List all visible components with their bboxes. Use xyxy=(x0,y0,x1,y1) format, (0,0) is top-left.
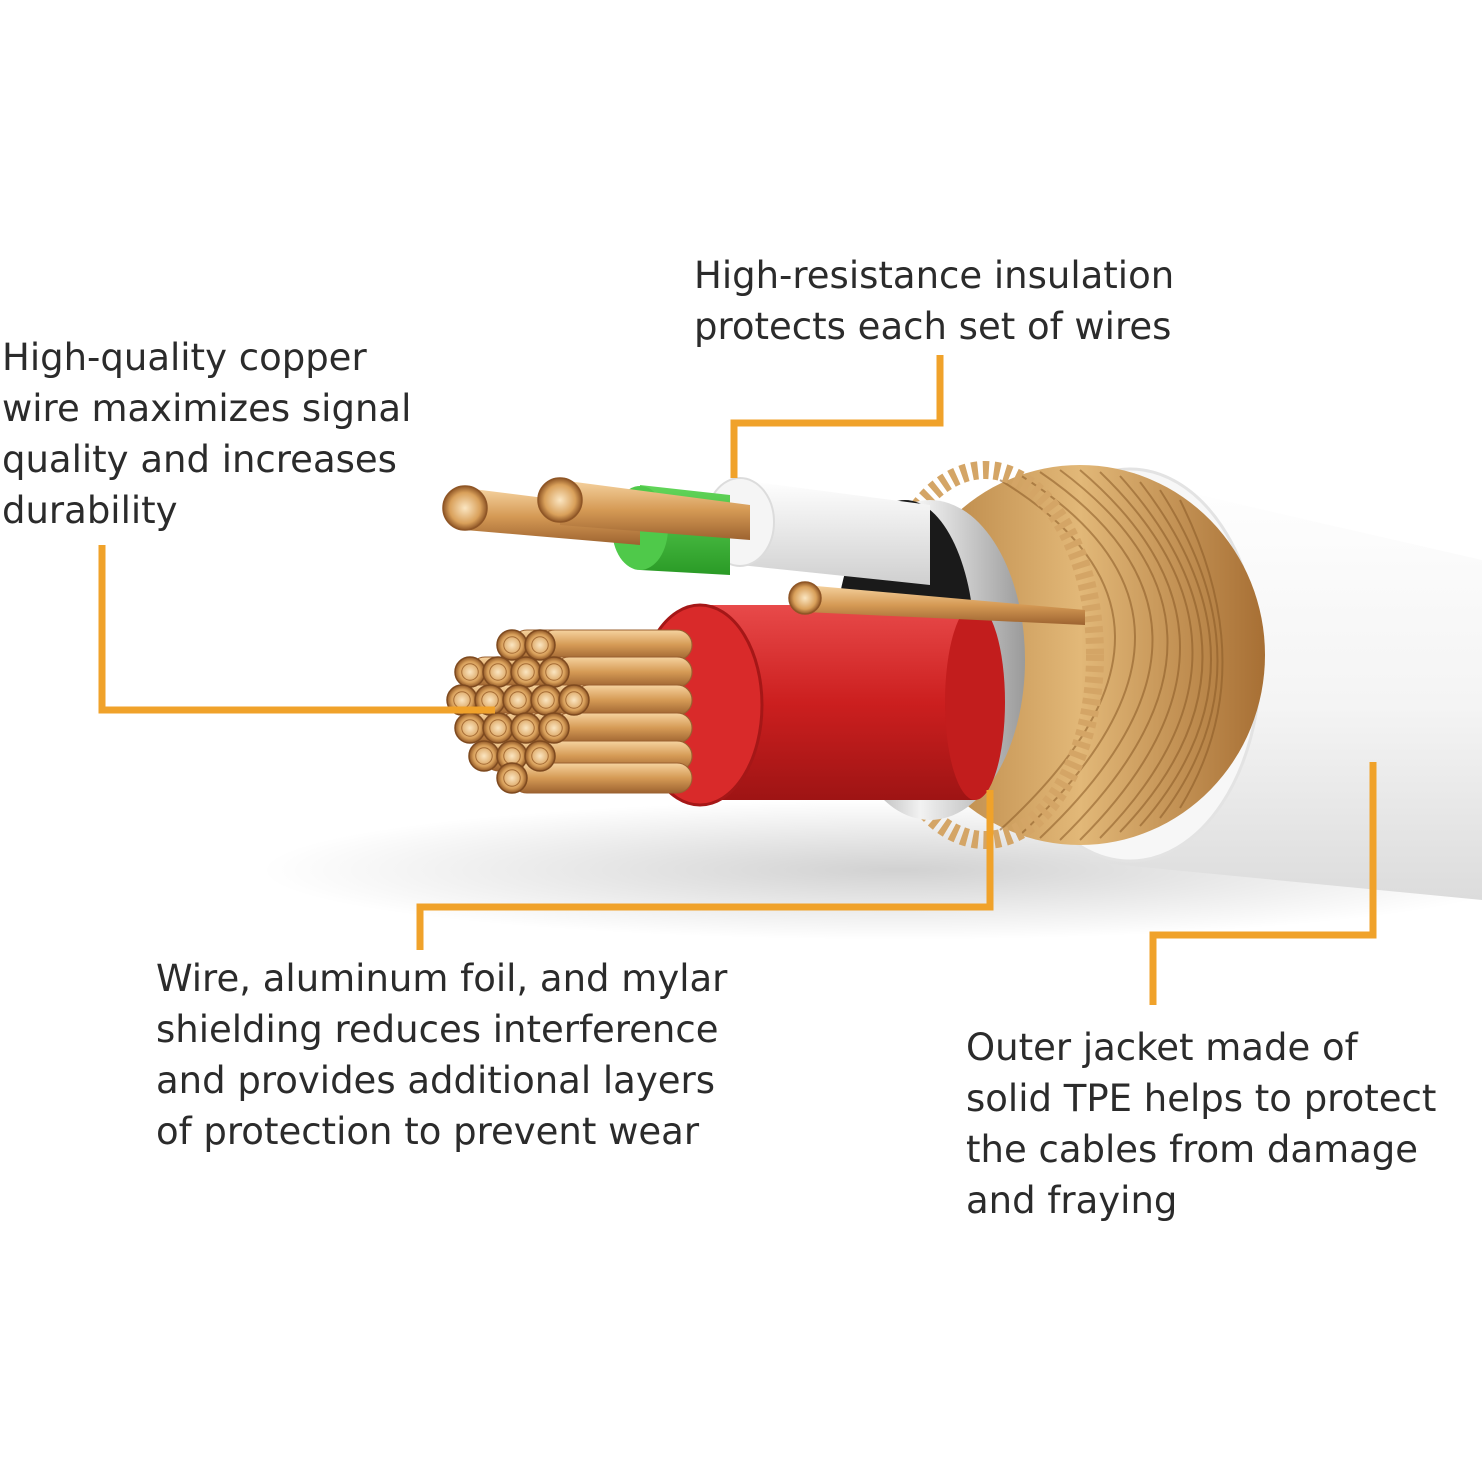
copper-strand-core xyxy=(545,663,563,681)
copper-strand-core xyxy=(531,636,549,654)
copper-strand-end xyxy=(454,656,486,688)
upper-copper-bundle-2 xyxy=(537,477,750,540)
copper-strand-end xyxy=(530,684,562,716)
copper-strand-core xyxy=(489,719,507,737)
copper-strand-end xyxy=(454,712,486,744)
copper-strand-end xyxy=(482,712,514,744)
copper-strand-core xyxy=(475,747,493,765)
copper-strand-end xyxy=(510,656,542,688)
callout-outer-jacket: Outer jacket made of solid TPE helps to … xyxy=(966,1026,1437,1222)
copper-strand-core xyxy=(503,769,521,787)
drain-wire xyxy=(788,581,1085,625)
copper-strand-body xyxy=(553,712,693,744)
copper-strand-body xyxy=(573,684,693,716)
copper-strand-core xyxy=(531,747,549,765)
copper-strand-end xyxy=(538,656,570,688)
copper-strand-end xyxy=(524,629,556,661)
copper-strand-end xyxy=(468,740,500,772)
copper-strand-end xyxy=(510,712,542,744)
copper-strand-end xyxy=(502,684,534,716)
copper-strand-core xyxy=(489,663,507,681)
copper-strand-end xyxy=(496,762,528,794)
copper-strand-core xyxy=(517,663,535,681)
copper-strand-body xyxy=(553,656,693,688)
copper-strand-core xyxy=(537,691,555,709)
copper-strand-end xyxy=(524,740,556,772)
leader-lines xyxy=(98,355,1377,1005)
leader-line-shielding xyxy=(416,790,994,950)
callout-insulation: High-resistance insulation protects each… xyxy=(694,254,1175,348)
copper-strand-core xyxy=(461,663,479,681)
copper-strand-end xyxy=(558,684,590,716)
callout-shielding: Wire, aluminum foil, and mylar shielding… xyxy=(156,957,728,1153)
copper-strand-end xyxy=(538,712,570,744)
copper-strand-core xyxy=(509,691,527,709)
leader-line-jacket xyxy=(1149,762,1377,1005)
copper-strand-core xyxy=(565,691,583,709)
copper-strand-body xyxy=(539,629,693,661)
copper-strand-core xyxy=(461,719,479,737)
copper-strand-core xyxy=(545,719,563,737)
copper-strand-end xyxy=(482,656,514,688)
callout-copper-wire: High-quality copper wire maximizes signa… xyxy=(2,336,412,532)
copper-strand-core xyxy=(503,636,521,654)
red-conductor xyxy=(636,603,1005,807)
copper-strand-core xyxy=(517,719,535,737)
copper-strand-end xyxy=(496,629,528,661)
leader-line-copper xyxy=(98,545,495,714)
leader-line-insulation xyxy=(730,355,944,478)
